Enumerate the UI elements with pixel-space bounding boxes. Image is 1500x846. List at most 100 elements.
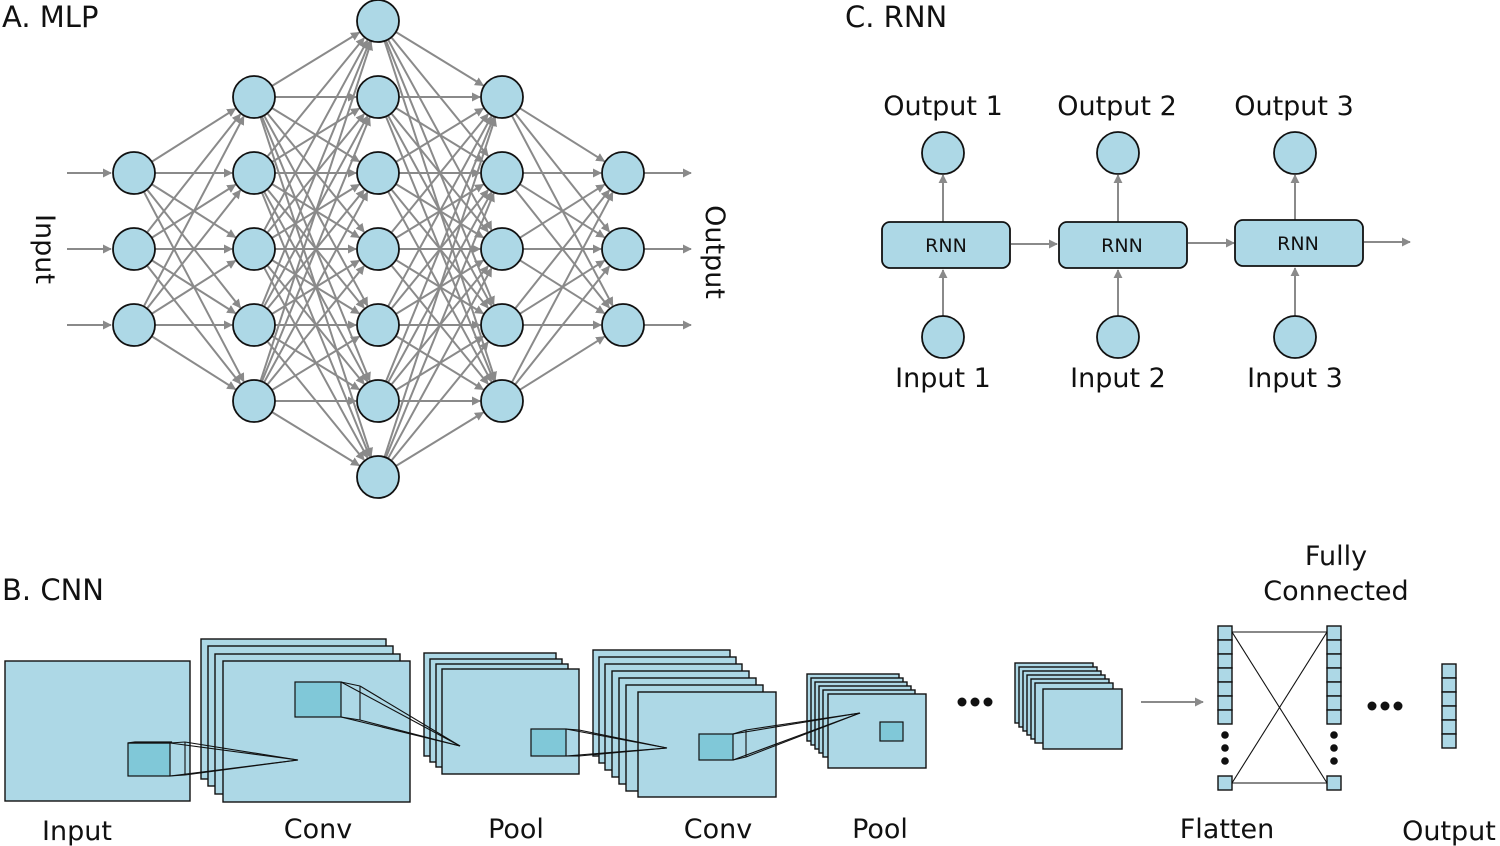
mlp-neuron-layer-1 [112, 151, 156, 195]
mlp-neuron-layer-2 [232, 379, 276, 423]
rnn-output-label: Output 2 [1057, 91, 1177, 122]
mlp-neuron-layer-2 [232, 151, 276, 195]
mlp-neuron-layer-1 [112, 303, 156, 347]
rnn-input-label: Input 2 [1070, 363, 1166, 394]
rnn-output-node [921, 131, 965, 175]
mlp-connection [395, 411, 485, 467]
mlp-connection [261, 116, 371, 382]
mlp-neuron-layer-2 [232, 303, 276, 347]
rnn-cell [881, 221, 1011, 269]
mlp-neuron-layer-3 [356, 75, 400, 119]
cnn-input-kernel [127, 742, 171, 777]
cnn-fc-label-line2: Connected [1263, 576, 1408, 607]
mlp-neuron-layer-3 [356, 455, 400, 499]
rnn-step-2: Output 2 RNN Input 2 [1057, 91, 1188, 394]
mlp-neuron-layer-4 [480, 75, 524, 119]
mlp-connection [271, 335, 361, 391]
mlp-neuron-layer-4 [480, 227, 524, 271]
rnn-output-label: Output 3 [1234, 91, 1354, 122]
mlp-neuron-layer-3 [356, 151, 400, 195]
rnn-cell-label: RNN [925, 235, 967, 257]
rnn-cell [1058, 221, 1188, 269]
mlp-connection [385, 192, 495, 458]
cnn-pool2-label: Pool [852, 814, 908, 845]
mlp-connection [259, 41, 373, 382]
cnn-title: B. CNN [2, 573, 104, 607]
mlp-connection [146, 189, 242, 310]
mlp-neuron-layer-3 [356, 0, 400, 43]
cnn-conv2-label: Conv [684, 814, 752, 845]
rnn-cell-label: RNN [1277, 233, 1319, 255]
cnn-conv2-stack [592, 649, 777, 798]
mlp-connection [266, 37, 365, 158]
mlp-neuron-layer-3 [356, 227, 400, 271]
mlp-connection [387, 267, 493, 460]
rnn-output-node [1096, 131, 1140, 175]
mlp-connection [263, 191, 369, 384]
cnn-fc-label-line1: Fully [1305, 541, 1367, 572]
cnn-deep-stack [1014, 662, 1123, 750]
cnn-ellipsis-2 [1367, 701, 1403, 711]
cnn-pool2-stack [806, 673, 927, 769]
cnn-conv1-kernel [294, 681, 342, 718]
cnn-input-label: Input [42, 816, 112, 846]
rnn-step-1: Output 1 RNN Input 1 [881, 91, 1011, 394]
mlp-connection [519, 107, 606, 163]
rnn-input-label: Input 3 [1247, 363, 1343, 394]
rnn-output-label: Output 1 [883, 91, 1003, 122]
cnn-input-map [4, 660, 191, 802]
mlp-connection [266, 265, 365, 386]
mlp-connection [395, 107, 485, 163]
mlp-connection [390, 113, 489, 234]
mlp-neuron-layer-5 [601, 151, 645, 195]
rnn-cell-label: RNN [1101, 235, 1143, 257]
mlp-connection [151, 107, 237, 163]
rnn-input-label: Input 1 [895, 363, 991, 394]
cnn-pool1-label: Pool [488, 814, 544, 845]
mlp-connection [519, 335, 606, 391]
mlp-connection [263, 39, 369, 232]
mlp-title: A. MLP [2, 0, 98, 34]
mlp-connection [387, 115, 493, 308]
cnn-conv1-label: Conv [284, 814, 352, 845]
rnn-output-node [1273, 131, 1317, 175]
mlp-neuron-layer-3 [356, 379, 400, 423]
mlp-input-label: Input [29, 214, 60, 284]
cnn-flatten-vector [1217, 625, 1233, 791]
mlp-neuron-layer-5 [601, 227, 645, 271]
mlp-neuron-layer-4 [480, 379, 524, 423]
rnn-title: C. RNN [845, 0, 947, 34]
mlp-neurons [112, 0, 645, 499]
cnn-output-vector [1441, 663, 1457, 749]
mlp-connection [395, 31, 485, 87]
mlp-connection [519, 183, 606, 239]
cnn-pool1-kernel [530, 728, 567, 757]
cnn-conv1-stack [200, 638, 411, 803]
cnn-conv2-kernel [698, 733, 734, 761]
mlp-connection [261, 40, 371, 306]
rnn-input-node [1273, 315, 1317, 359]
cnn-panel: B. CNN Input Conv Pool [2, 541, 1496, 846]
mlp-connection [271, 411, 361, 467]
mlp-neuron-layer-2 [232, 75, 276, 119]
cnn-kernel-projections [127, 681, 861, 777]
cnn-ellipsis-1 [957, 697, 993, 707]
mlp-output-label: Output [699, 205, 730, 299]
mlp-connection [146, 113, 242, 234]
mlp-connection [510, 191, 614, 383]
mlp-neuron-layer-4 [480, 303, 524, 347]
cnn-fc-connections [1231, 631, 1328, 784]
mlp-connection [385, 116, 495, 382]
cnn-output-label: Output [1402, 816, 1496, 846]
mlp-neuron-layer-4 [480, 151, 524, 195]
rnn-input-node [1096, 315, 1140, 359]
mlp-connection [383, 117, 497, 458]
mlp-connection [151, 259, 237, 315]
rnn-cell [1234, 219, 1364, 267]
mlp-neuron-layer-2 [232, 227, 276, 271]
mlp-connection [142, 115, 245, 307]
mlp-connection [390, 341, 489, 462]
rnn-panel: C. RNN Output 1 RNN Input 1 Output 2 RNN… [845, 0, 1411, 394]
cnn-pool2-receptive-field [879, 721, 904, 742]
